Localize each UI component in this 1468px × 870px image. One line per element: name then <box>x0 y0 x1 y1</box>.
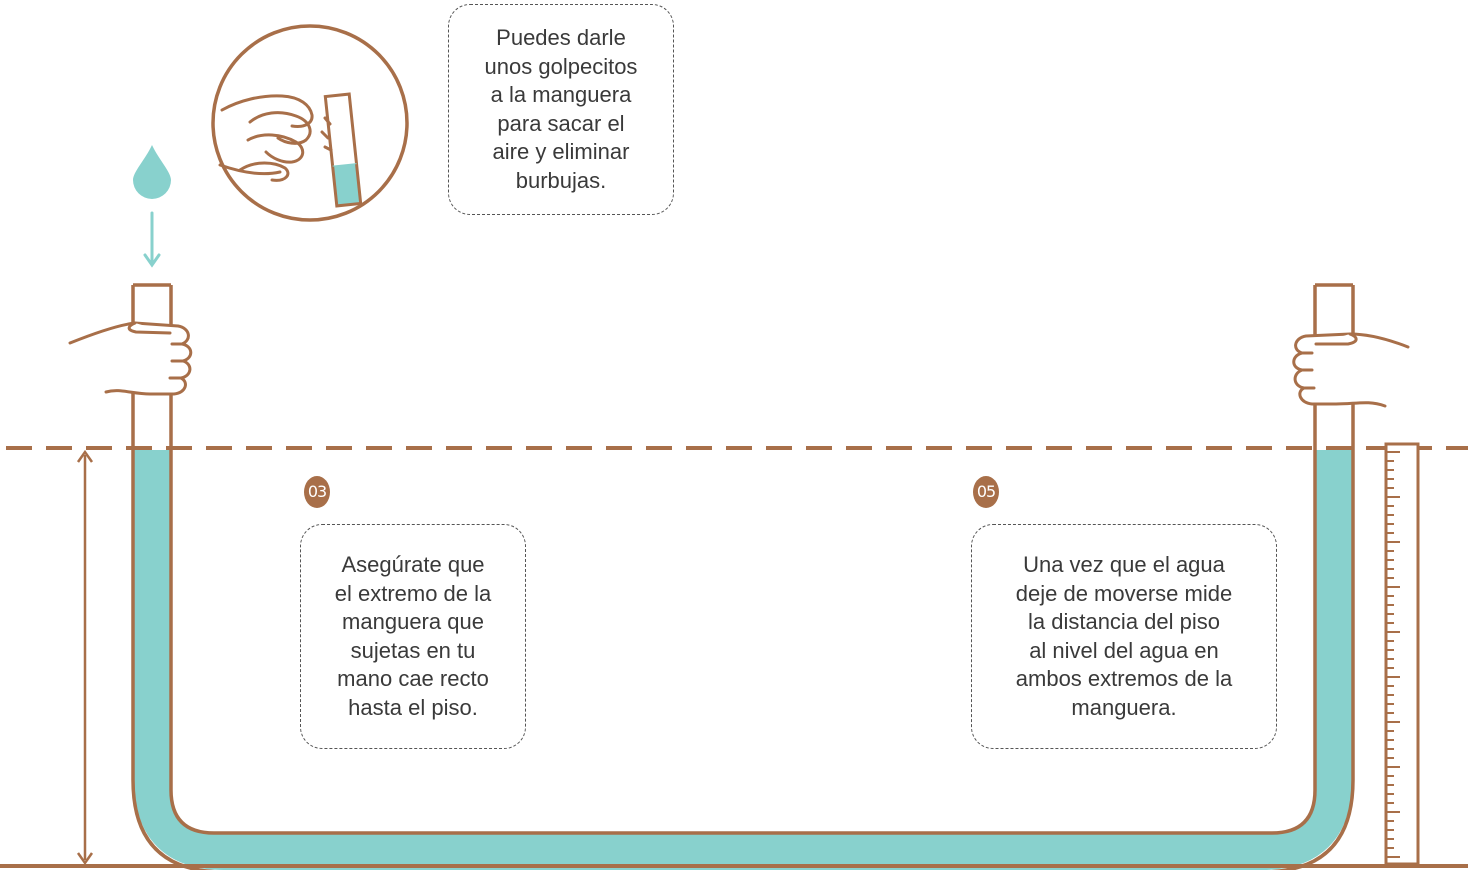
step-03-badge: 03 <box>304 476 330 508</box>
step-05-number: 05 <box>976 482 996 501</box>
step-03-callout: Asegúrate que el extremo de la manguera … <box>300 524 526 749</box>
tip-callout: Puedes darle unos golpecitos a la mangue… <box>448 4 674 215</box>
step-03-number: 03 <box>307 482 327 501</box>
hose <box>131 283 1355 870</box>
tapping-hand-icon <box>211 24 409 222</box>
hose-water <box>134 450 1352 870</box>
ruler-icon <box>1384 442 1420 866</box>
height-arrow-icon <box>76 449 94 866</box>
left-hand-icon <box>68 321 193 396</box>
step-03-text: Asegúrate que el extremo de la manguera … <box>334 552 492 720</box>
step-05-badge: 05 <box>973 476 999 508</box>
right-hand-icon <box>1292 332 1410 408</box>
tip-callout-text: Puedes darle unos golpecitos a la mangue… <box>484 25 638 193</box>
down-arrow-icon <box>143 211 161 268</box>
step-05-text: Una vez que el agua deje de moverse mide… <box>1015 552 1233 720</box>
water-drop-icon <box>133 145 171 199</box>
step-05-callout: Una vez que el agua deje de moverse mide… <box>971 524 1277 749</box>
